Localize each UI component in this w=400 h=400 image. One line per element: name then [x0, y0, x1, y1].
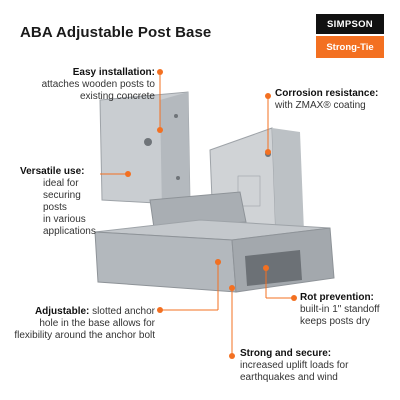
callout-text: slotted anchor [92, 306, 155, 317]
base-front-face [94, 231, 237, 293]
callout-text: with ZMAX® coating [275, 100, 366, 111]
callout-adjustable: Adjustable: slotted anchor hole in the b… [5, 306, 155, 342]
callout-text: existing concrete [79, 91, 155, 102]
base-slot-opening [245, 250, 302, 286]
callout-text: flexibility around the anchor bolt [14, 330, 155, 341]
callout-rot-prevention: Rot prevention: built-in 1" standoff kee… [300, 292, 400, 328]
callout-text: keeps posts dry [300, 316, 371, 327]
simpson-strong-tie-logo: SIMPSON Strong-Tie [316, 14, 384, 62]
nail-hole [144, 138, 152, 146]
nail-hole [174, 114, 178, 118]
callout-text: earthquakes and wind [240, 372, 338, 383]
callout-heading: Corrosion resistance: [275, 88, 379, 99]
callout-text: attaches wooden posts to [41, 79, 155, 90]
callout-text: applications [43, 226, 96, 237]
callout-text: ideal for [43, 178, 79, 189]
strong-marker-dot [229, 285, 235, 291]
callout-easy-installation: Easy installation: attaches wooden posts… [5, 67, 155, 103]
logo-wordmark-bottom: Strong-Tie [316, 36, 384, 58]
versatile-marker-dot [125, 171, 131, 177]
callout-strong-and-secure: Strong and secure: increased uplift load… [240, 348, 395, 384]
callout-text: securing posts [43, 190, 81, 213]
stamped-label [237, 175, 261, 207]
standoff-plate [149, 191, 247, 229]
adjustable-marker-dot [215, 259, 221, 265]
rot-marker-dot [291, 295, 297, 301]
callout-heading: Rot prevention: [300, 292, 374, 303]
callout-heading: Easy installation: [72, 67, 155, 78]
rot-marker-dot [263, 265, 269, 271]
callout-text: built-in 1" standoff [300, 304, 380, 315]
page-title: ABA Adjustable Post Base [20, 24, 212, 41]
callout-corrosion-resistance: Corrosion resistance: with ZMAX® coating [275, 88, 395, 112]
strong-marker-dot [229, 353, 235, 359]
left-plate-front-face [160, 92, 190, 212]
easy-marker-dot [157, 127, 163, 133]
callout-text: hole in the base allows for [39, 318, 155, 329]
callout-text: increased uplift loads for [240, 360, 349, 371]
callout-text: in various [43, 214, 86, 225]
corrosion-marker-dot [265, 93, 271, 99]
callout-versatile-use: Versatile use: ideal for securing posts … [20, 166, 100, 238]
easy-marker-dot [157, 69, 163, 75]
logo-wordmark-top: SIMPSON [316, 14, 384, 34]
adjustable-marker-dot [157, 307, 163, 313]
callout-heading: Adjustable: [34, 306, 90, 317]
callout-heading: Versatile use: [20, 166, 85, 177]
nail-hole [176, 176, 180, 180]
right-plate-flange [272, 128, 304, 240]
corrosion-marker-dot [265, 149, 271, 155]
callout-heading: Strong and secure: [240, 348, 332, 359]
